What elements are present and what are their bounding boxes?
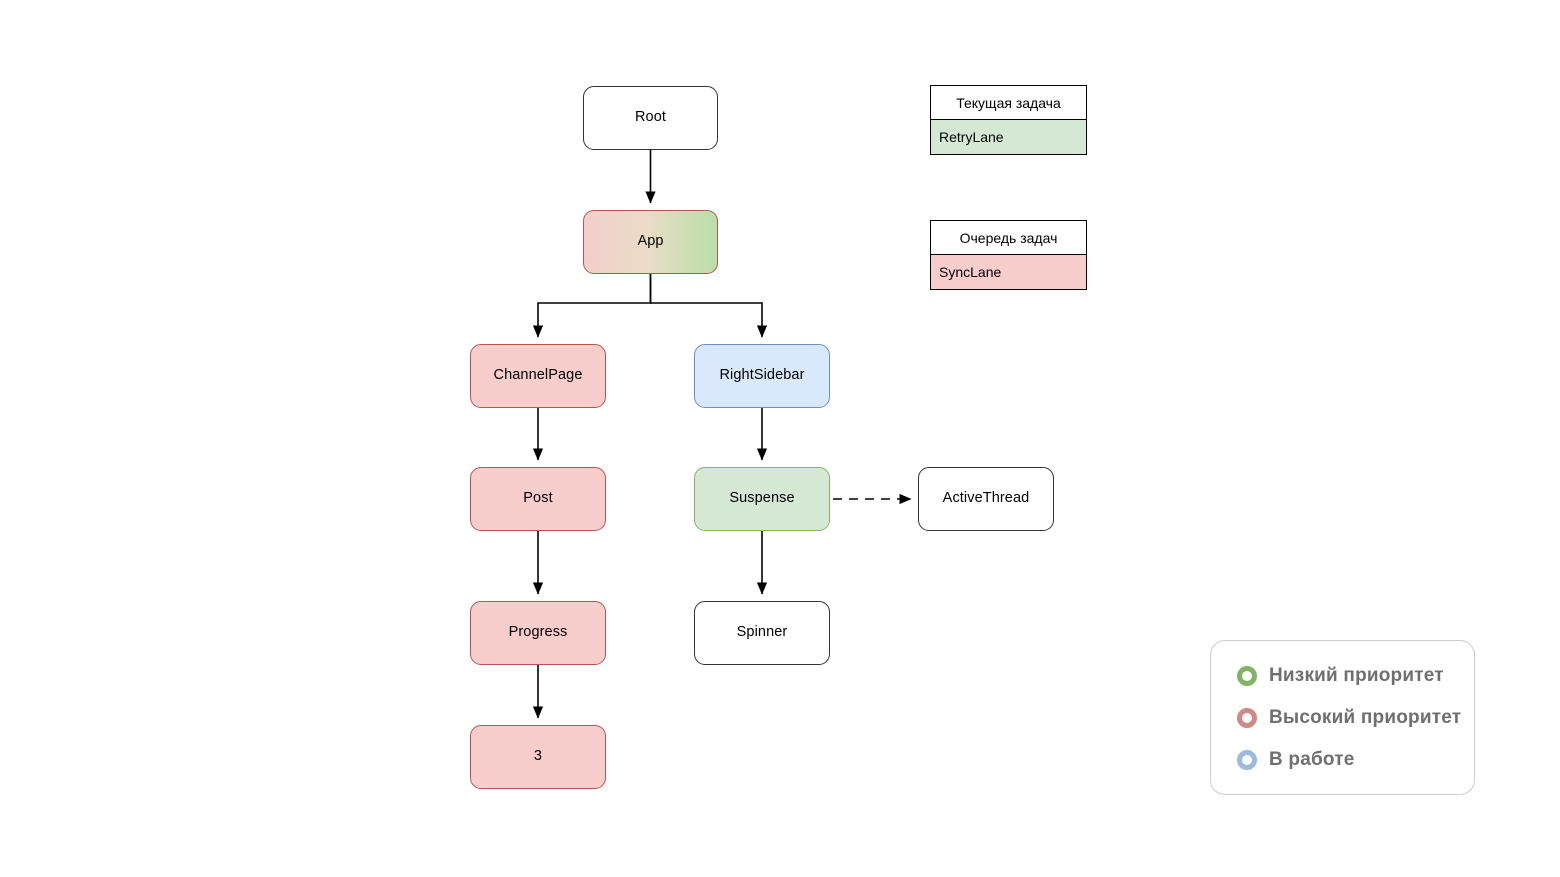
circle-high-priority-icon — [1237, 708, 1257, 728]
node-progress[interactable]: Progress — [470, 601, 606, 665]
legend-label: В работе — [1269, 749, 1355, 770]
node-activethread[interactable]: ActiveThread — [918, 467, 1054, 531]
node-label: 3 — [533, 748, 543, 765]
node-label: Spinner — [736, 624, 788, 641]
node-root[interactable]: Root — [583, 86, 718, 150]
table-header-current-task: Текущая задача — [931, 86, 1086, 120]
node-label: ChannelPage — [493, 367, 583, 384]
legend-item-high-priority: Высокий приоритет — [1237, 707, 1461, 729]
node-rightsidebar[interactable]: RightSidebar — [694, 344, 830, 408]
table-row-current-task[interactable]: RetryLane — [931, 120, 1086, 154]
node-channelpage[interactable]: ChannelPage — [470, 344, 606, 408]
table-row-task-queue[interactable]: SyncLane — [931, 255, 1086, 289]
legend-panel: Низкий приоритет Высокий приоритет В раб… — [1210, 640, 1475, 795]
legend-item-in-progress: В работе — [1237, 749, 1448, 771]
node-suspense[interactable]: Suspense — [694, 467, 830, 531]
table-header-task-queue: Очередь задач — [931, 221, 1086, 255]
node-label: Root — [634, 109, 667, 126]
legend-label: Низкий приоритет — [1269, 665, 1444, 686]
legend-label: Высокий приоритет — [1269, 707, 1462, 728]
node-label: App — [637, 233, 664, 250]
legend-item-low-priority: Низкий приоритет — [1237, 665, 1448, 687]
table-task-queue: Очередь задач SyncLane — [930, 220, 1087, 290]
circle-low-priority-icon — [1237, 666, 1257, 686]
node-app[interactable]: App — [583, 210, 718, 274]
node-three[interactable]: 3 — [470, 725, 606, 789]
node-post[interactable]: Post — [470, 467, 606, 531]
node-label: Post — [523, 490, 553, 507]
node-label: Suspense — [729, 490, 795, 507]
node-spinner[interactable]: Spinner — [694, 601, 830, 665]
circle-in-progress-icon — [1237, 750, 1257, 770]
node-label: ActiveThread — [942, 490, 1030, 507]
node-label: Progress — [508, 624, 568, 641]
edge-app-children — [532, 274, 768, 338]
node-label: RightSidebar — [719, 367, 805, 384]
table-current-task: Текущая задача RetryLane — [930, 85, 1087, 155]
